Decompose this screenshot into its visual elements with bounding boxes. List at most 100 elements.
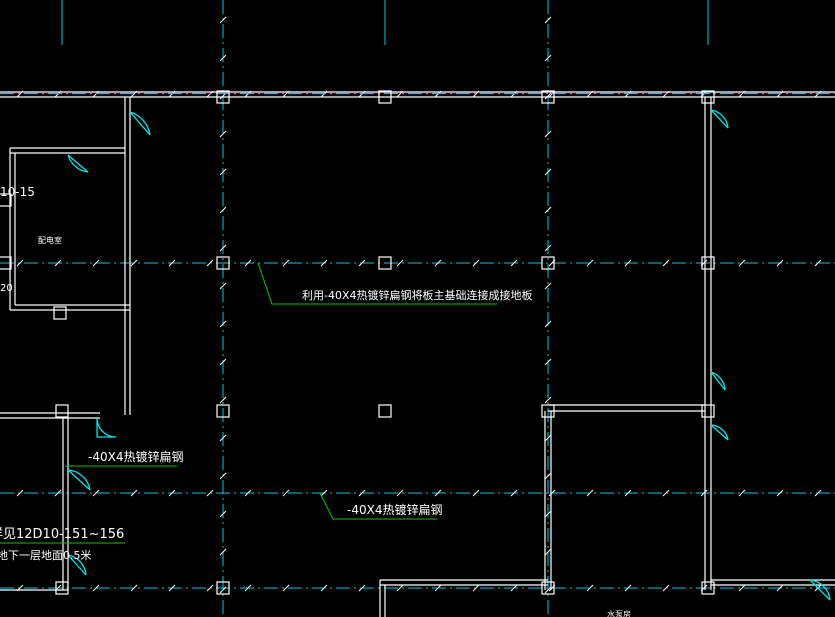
tick-mark [168,259,176,267]
tick-mark [92,259,100,267]
tick-mark [358,584,366,592]
tick-mark [738,489,746,497]
tick-mark [320,259,328,267]
tick-mark [544,206,552,214]
column-box [55,404,69,418]
tick-mark [16,489,24,497]
tick-mark [662,489,670,497]
tick-mark [206,259,214,267]
column-box [541,404,555,418]
reference-note: 详见12D10-151~156 [0,527,124,542]
tick-mark [472,584,480,592]
doors [67,109,831,601]
tick-mark [544,396,552,404]
tick-mark [130,584,138,592]
tick-mark [544,168,552,176]
tick-mark [396,489,404,497]
columns [0,90,715,595]
column-box [541,581,555,595]
column-box [541,90,555,104]
walls [0,91,835,617]
tick-mark [244,584,252,592]
tick-mark [544,320,552,328]
tick-mark [219,434,227,442]
tick-mark [206,584,214,592]
tick-mark [92,489,100,497]
top-extension-lines [61,0,709,45]
leader-line-center [319,492,437,520]
bottom-room-label: 水泵房 [607,609,631,617]
bar-note-left: -40X4热镀锌扁钢 [88,450,183,464]
tick-mark [92,584,100,592]
tick-mark [206,489,214,497]
tick-mark [219,16,227,24]
tick-mark [219,206,227,214]
tick-mark [544,244,552,252]
tick-mark [586,259,594,267]
tick-mark [472,489,480,497]
column-box [0,256,12,270]
tick-mark [219,282,227,290]
tick-mark [738,259,746,267]
tick-mark [320,584,328,592]
column-box [216,90,230,104]
bar-note-center: -40X4热镀锌扁钢 [347,503,442,517]
tick-mark [510,584,518,592]
column-box [701,581,715,595]
tick-mark [219,586,227,594]
column-box [701,256,715,270]
tick-mark [320,489,328,497]
tick-mark [54,259,62,267]
tick-mark [624,259,632,267]
depth-note: 埋地下一层地面0.5米 [0,549,92,562]
tick-mark [586,584,594,592]
column-box [541,256,555,270]
door-icon [96,417,117,438]
tick-mark [130,259,138,267]
tick-mark [544,510,552,518]
tick-mark [510,259,518,267]
tick-mark [776,584,784,592]
tick-mark [282,584,290,592]
tick-mark [776,259,784,267]
tick-mark [548,489,556,497]
tick-mark [434,259,442,267]
column-box [378,404,392,418]
tick-mark [544,92,552,100]
tick-mark [168,489,176,497]
tick-mark [662,259,670,267]
tick-mark [219,358,227,366]
tick-mark [738,584,746,592]
column-box [53,306,67,320]
column-box [216,256,230,270]
tick-mark [282,259,290,267]
tick-mark [544,434,552,442]
tick-mark [624,489,632,497]
tick-mark [662,584,670,592]
tick-mark [219,548,227,556]
tick-mark [776,489,784,497]
grounding-tick-marks [16,16,822,594]
tick-mark [434,489,442,497]
tick-mark [624,584,632,592]
tick-mark [219,396,227,404]
tick-mark [814,259,822,267]
door-icon [809,579,831,601]
leader-lines [0,262,497,544]
door-icon [710,424,729,441]
door-icon [67,469,91,491]
tick-mark [586,489,594,497]
tick-mark [130,489,138,497]
column-box [55,581,69,595]
tick-mark [544,54,552,62]
tick-mark [54,489,62,497]
tick-mark [219,472,227,480]
tick-mark [544,130,552,138]
column-box [0,193,12,207]
tick-mark [358,259,366,267]
left-label-1: 10-15 [0,185,35,199]
tick-mark [358,489,366,497]
tick-mark [814,489,822,497]
